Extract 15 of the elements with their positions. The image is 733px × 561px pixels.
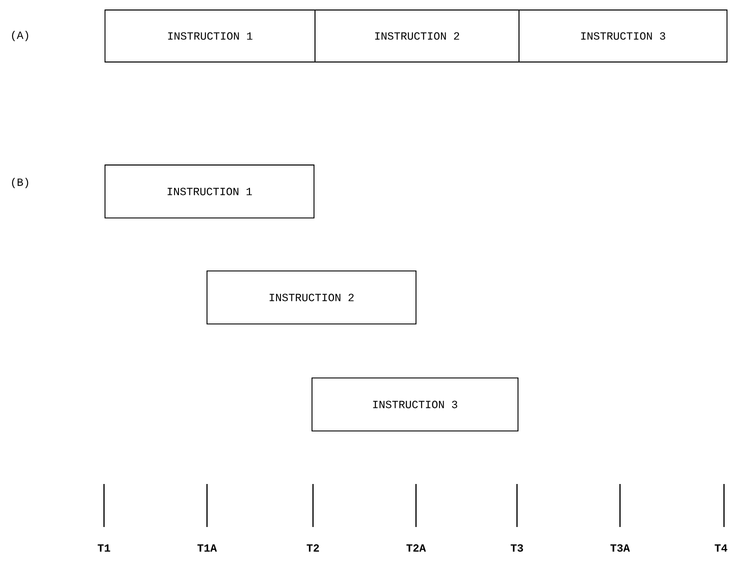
instruction-box: INSTRUCTION 1 (104, 10, 316, 62)
instruction-box: INSTRUCTION 3 (312, 378, 518, 432)
instruction-box: INSTRUCTION 2 (206, 270, 416, 324)
time-label: T1A (197, 544, 217, 552)
instruction-box: INSTRUCTION 1 (104, 164, 314, 218)
time-label: T3A (610, 544, 630, 552)
instruction-box: INSTRUCTION 3 (518, 10, 728, 62)
time-label: T3 (510, 544, 524, 552)
time-label: T2A (406, 544, 426, 552)
time-label: T1 (98, 544, 110, 552)
time-label: T4 (714, 544, 728, 552)
row-label: (B) (12, 178, 28, 188)
row-label: (A) (12, 30, 28, 42)
time-label: T2 (306, 544, 319, 552)
instruction-box: INSTRUCTION 2 (314, 10, 520, 62)
